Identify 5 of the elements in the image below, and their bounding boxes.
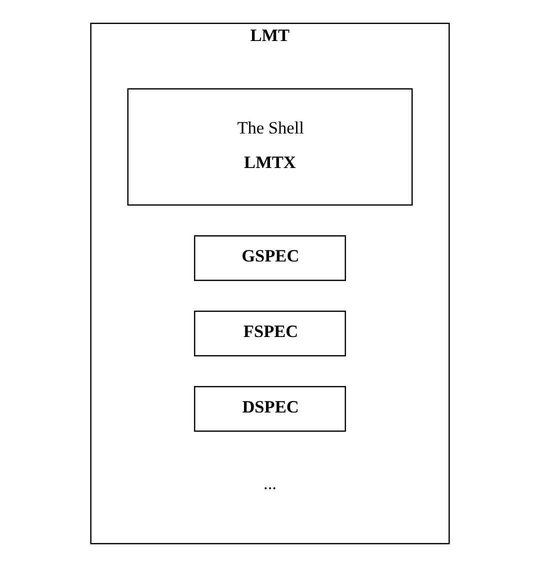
node-box: GSPEC <box>194 235 346 282</box>
node-box: The Shell LMTX <box>126 88 412 206</box>
node-box: DSPEC <box>194 386 346 432</box>
label: ... <box>263 474 276 493</box>
node-box: FSPEC <box>194 310 346 356</box>
